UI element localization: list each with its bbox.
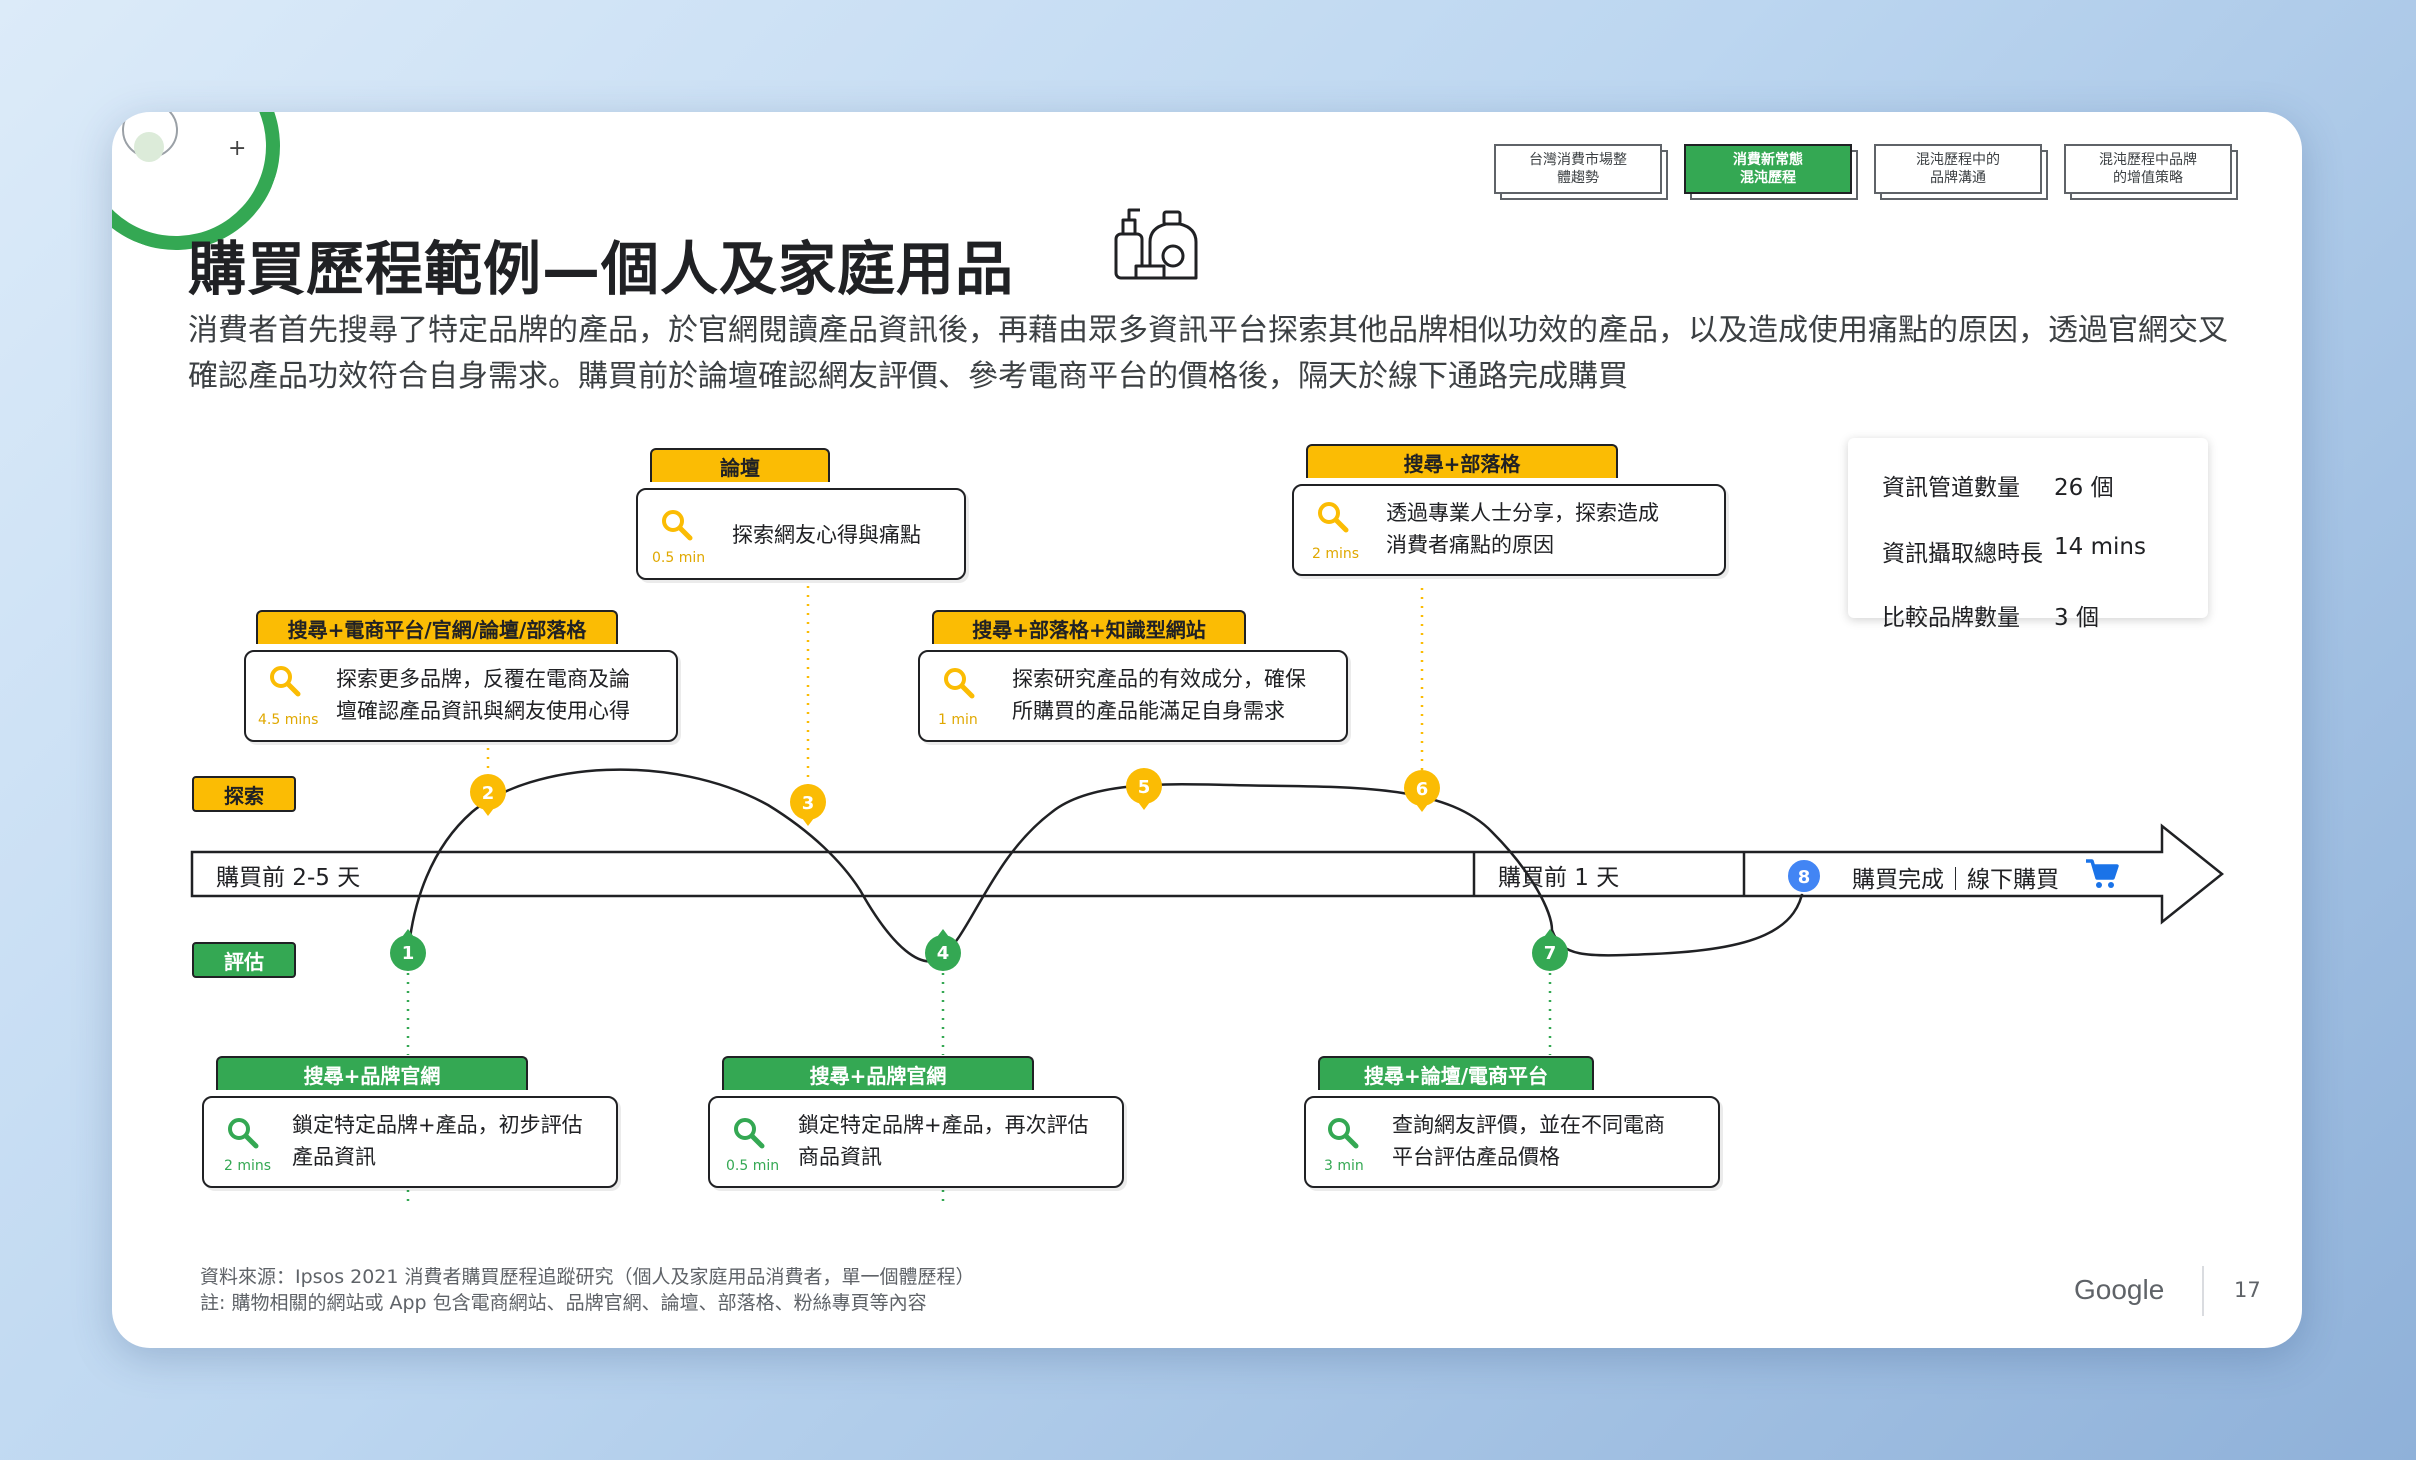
step-5-line1: 探索研究產品的有效成分，確保 [1012,667,1306,691]
page-subtitle: 消費者首先搜尋了特定品牌的產品，於官網閱讀產品資訊後，再藉由眾多資訊平台探索其他… [188,313,2228,394]
step-3-channel: 論壇 [650,448,830,482]
search-icon [944,668,975,699]
step-6-time: 2 mins [1312,546,1360,562]
step-7-channel: 搜尋+論壇/電商平台 [1318,1056,1594,1090]
step-5-channel: 搜尋+部落格+知識型網站 [932,610,1246,644]
step-3-line1: 探索網友心得與痛點 [732,523,921,547]
svg-text:6: 6 [1416,779,1429,800]
timeline-label-day-before: 購買前 1 天 [1498,865,1620,891]
search-icon [662,510,693,541]
svg-text:5: 5 [1138,777,1151,798]
step-marker-4: 4 [925,929,961,971]
step-marker-6: 6 [1404,770,1440,812]
svg-text:4: 4 [937,943,950,964]
svg-text:2: 2 [482,783,495,804]
nav-tab-brand-communication[interactable]: 混沌歷程中的 品牌溝通 [1874,144,2048,200]
google-logo: Google [2074,1274,2165,1305]
svg-text:3: 3 [802,793,815,814]
step-2-line1: 探索更多品牌，反覆在電商及論 [336,667,630,691]
step-7-card: 3 min 查詢網友評價，並在不同電商 平台評估產品價格 [1304,1096,1720,1188]
timeline-label-pre: 購買前 2-5 天 [216,865,361,891]
household-products-icon [1114,208,1198,280]
footer-notes: 資料來源：Ipsos 2021 消費者購買歷程追蹤研究（個人及家庭用品消費者，單… [200,1264,975,1316]
step-3-time: 0.5 min [652,550,706,566]
step-2-card: 4.5 mins 探索更多品牌，反覆在電商及論 壇確認產品資訊與網友使用心得 [244,650,678,742]
timeline-arrow [190,823,2225,925]
step-4-card: 0.5 min 鎖定特定品牌+產品，再次評估 商品資訊 [708,1096,1124,1188]
footer-divider [2202,1266,2204,1316]
step-marker-3: 3 [790,784,826,826]
svg-text:7: 7 [1544,943,1557,964]
step-4-line2: 商品資訊 [798,1145,882,1169]
svg-text:8: 8 [1798,867,1811,888]
search-icon [734,1118,765,1149]
step-1-line1: 鎖定特定品牌+產品，初步評估 [292,1113,583,1137]
decorative-dot [134,132,164,162]
step-5-line2: 所購買的產品能滿足自身需求 [1012,699,1285,723]
svg-text:1: 1 [402,943,415,964]
step-7-line1: 查詢網友評價，並在不同電商 [1392,1113,1665,1137]
lane-explore: 探索 [192,776,296,812]
stat-value-channels: 26 個 [2054,475,2114,501]
nav-tab-new-normal[interactable]: 消費新常態 混沌歷程 [1684,144,1858,200]
slide-card: + 台灣消費市場整 體趨勢 消費新常態 混沌歷程 混沌歷程中的 品牌溝通 混沌歷… [112,112,2302,1348]
step-marker-7: 7 [1532,929,1568,971]
search-icon [270,666,301,697]
step-1-line2: 產品資訊 [292,1145,376,1169]
step-2-time: 4.5 mins [258,712,319,728]
step-7-line2: 平台評估產品價格 [1392,1145,1560,1169]
step-6-line2: 消費者痛點的原因 [1386,533,1554,557]
step-5-time: 1 min [938,712,978,728]
footer-source: 資料來源：Ipsos 2021 消費者購買歷程追蹤研究（個人及家庭用品消費者，單… [200,1266,975,1288]
step-2-line2: 壇確認產品資訊與網友使用心得 [336,699,630,723]
step-1-time: 2 mins [224,1158,272,1174]
step-4-channel: 搜尋+品牌官網 [722,1056,1034,1090]
timeline-label-complete: 購買完成｜線下購買 [1852,867,2059,893]
step-1-card: 2 mins 鎖定特定品牌+產品，初步評估 產品資訊 [202,1096,618,1188]
search-icon [1328,1118,1359,1149]
footer-note: 註: 購物相關的網站或 App 包含電商網站、品牌官網、論壇、部落格、粉絲專頁等… [200,1292,927,1314]
stat-value-duration: 14 mins [2054,534,2146,560]
step-3-card: 0.5 min 探索網友心得與痛點 [636,488,966,580]
step-6-channel: 搜尋+部落格 [1306,444,1618,478]
stat-label-brands: 比較品牌數量 [1882,605,2020,631]
search-icon [1318,502,1349,533]
step-5-card: 1 min 探索研究產品的有效成分，確保 所購買的產品能滿足自身需求 [918,650,1348,742]
step-1-channel: 搜尋+品牌官網 [216,1056,528,1090]
step-4-line1: 鎖定特定品牌+產品，再次評估 [798,1113,1089,1137]
decorative-plus: + [228,136,247,161]
stats-panel: 資訊管道數量 26 個 資訊攝取總時長 14 mins 比較品牌數量 3 個 [1848,438,2208,631]
search-icon [228,1118,259,1149]
step-marker-1: 1 [390,929,426,971]
step-marker-5: 5 [1126,768,1162,810]
stat-label-channels: 資訊管道數量 [1882,475,2020,501]
page-title: 購買歷程範例—個人及家庭用品 [188,235,1015,303]
stat-value-brands: 3 個 [2054,605,2099,631]
step-marker-2: 2 [470,774,506,816]
step-6-card: 2 mins 透過專業人士分享，探索造成 消費者痛點的原因 [1292,484,1726,576]
page-number: 17 [2234,1278,2261,1302]
nav-tab-brand-value[interactable]: 混沌歷程中品牌 的增值策略 [2064,144,2238,200]
step-2-channel: 搜尋+電商平台/官網/論壇/部落格 [256,610,618,644]
stat-label-duration: 資訊攝取總時長 [1882,541,2043,567]
step-7-time: 3 min [1324,1158,1364,1174]
cart-icon [2086,859,2119,888]
step-4-time: 0.5 min [726,1158,780,1174]
step-6-line1: 透過專業人士分享，探索造成 [1386,501,1659,525]
lane-evaluate: 評估 [192,942,296,978]
nav-tab-market-trends[interactable]: 台灣消費市場整 體趨勢 [1494,144,1668,200]
step-marker-8: 8 [1786,858,1822,894]
